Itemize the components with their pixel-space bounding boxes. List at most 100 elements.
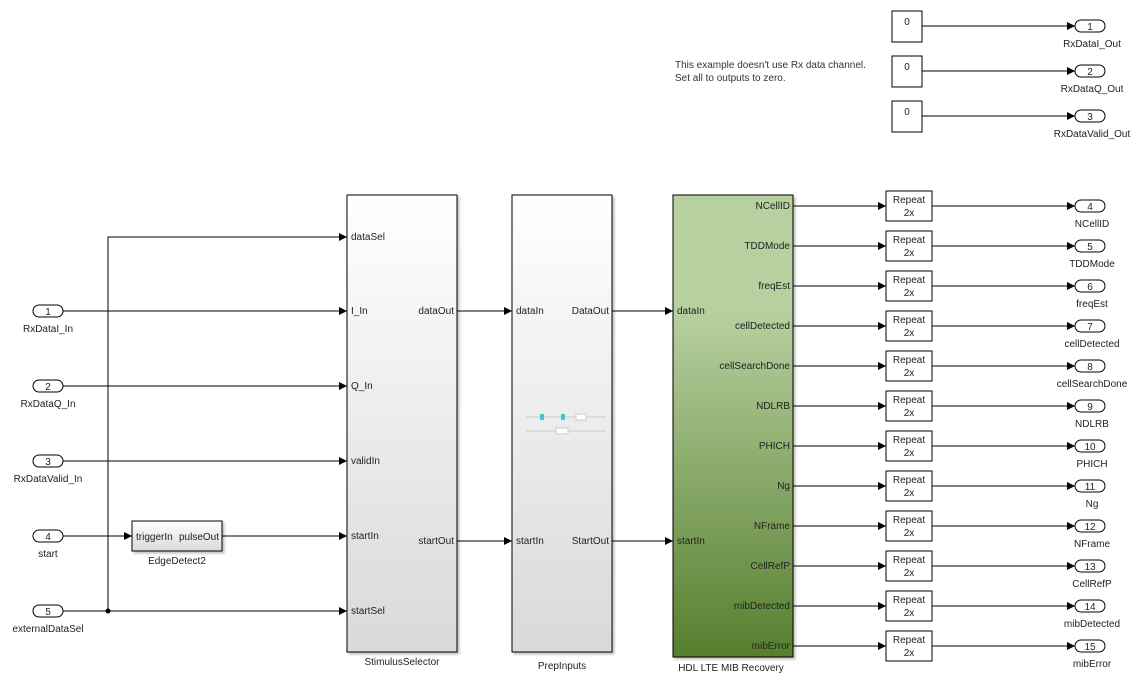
inport-RxDataValid_In-label: RxDataValid_In [14, 474, 83, 485]
stimulus-input-port: validIn [351, 456, 380, 467]
mib-output-port: PHICH [759, 441, 790, 452]
constant-value: 0 [904, 107, 910, 118]
mib-output-port: TDDMode [744, 241, 790, 252]
outport-Ng[interactable] [1074, 479, 1106, 493]
prep-input-port: dataIn [516, 306, 544, 317]
arrow-head [1067, 282, 1075, 290]
stimulus-input-port: Q_In [351, 381, 373, 392]
outport-RxDataValid_Out[interactable] [1074, 109, 1106, 123]
mib-recovery-block[interactable] [672, 194, 794, 658]
arrow-head [504, 307, 512, 315]
inport-RxDataI_In-number: 1 [45, 307, 51, 318]
edge-detect-block[interactable] [131, 520, 223, 552]
constant-value: 0 [904, 17, 910, 28]
arrow-head [1067, 442, 1075, 450]
outport-label: freqEst [1076, 299, 1108, 310]
arrow-head [339, 457, 347, 465]
repeat-block[interactable] [885, 470, 933, 502]
arrow-head [339, 607, 347, 615]
mib-output-port: Ng [777, 481, 790, 492]
outport-label: cellSearchDone [1057, 379, 1128, 390]
repeat-block[interactable] [885, 630, 933, 662]
edge-detect-input-port: triggerIn [136, 532, 173, 543]
stimulus-selector-block[interactable] [346, 194, 458, 653]
outport-cellDetected[interactable] [1074, 319, 1106, 333]
outport-PHICH[interactable] [1074, 439, 1106, 453]
repeat-label: Repeat [893, 235, 925, 246]
repeat-block[interactable] [885, 430, 933, 462]
edge-detect-name: EdgeDetect2 [148, 556, 206, 567]
outport-number: 1 [1087, 22, 1093, 33]
repeat-block[interactable] [885, 550, 933, 582]
preview-icon-block [575, 413, 587, 421]
constant-block[interactable] [891, 10, 923, 43]
repeat-label: Repeat [893, 435, 925, 446]
arrow-head [665, 537, 673, 545]
outport-label: NDLRB [1075, 419, 1109, 430]
arrow-head [878, 322, 886, 330]
constant-block[interactable] [891, 55, 923, 88]
inport-externalDataSel-label: externalDataSel [12, 624, 83, 635]
mib-recovery-name: HDL LTE MIB Recovery [678, 663, 784, 674]
repeat-factor: 2x [904, 328, 915, 339]
outport-mibDetected[interactable] [1074, 599, 1106, 613]
outport-number: 11 [1085, 482, 1096, 493]
outport-label: mibError [1073, 659, 1112, 670]
mib-output-port: CellRefP [751, 561, 791, 572]
mib-output-port: cellSearchDone [719, 361, 790, 372]
mib-output-port: NDLRB [756, 401, 790, 412]
outport-number: 13 [1084, 562, 1096, 573]
outport-number: 2 [1087, 67, 1093, 78]
outport-mibError[interactable] [1074, 639, 1106, 653]
repeat-label: Repeat [893, 635, 925, 646]
arrow-head [339, 233, 347, 241]
arrow-head [1067, 22, 1075, 30]
outport-TDDMode[interactable] [1074, 239, 1106, 253]
preview-icon-block [540, 414, 544, 420]
outport-NCellID[interactable] [1074, 199, 1106, 213]
mib-output-port: cellDetected [735, 321, 790, 332]
outport-RxDataI_Out[interactable] [1074, 19, 1106, 33]
outport-number: 4 [1087, 202, 1093, 213]
arrow-head [878, 242, 886, 250]
signal-line[interactable] [107, 236, 347, 611]
arrow-head [878, 442, 886, 450]
outport-number: 7 [1087, 322, 1093, 333]
mib-input-port: startIn [677, 536, 705, 547]
repeat-label: Repeat [893, 275, 925, 286]
outport-number: 15 [1084, 642, 1096, 653]
repeat-factor: 2x [904, 448, 915, 459]
outport-freqEst[interactable] [1074, 279, 1106, 293]
arrow-head [339, 532, 347, 540]
repeat-label: Repeat [893, 195, 925, 206]
repeat-block[interactable] [885, 590, 933, 622]
outport-number: 8 [1087, 362, 1093, 373]
repeat-block[interactable] [885, 510, 933, 542]
repeat-factor: 2x [904, 368, 915, 379]
arrow-head [1067, 402, 1075, 410]
stimulus-input-port: startIn [351, 531, 379, 542]
outport-cellSearchDone[interactable] [1074, 359, 1106, 373]
repeat-factor: 2x [904, 608, 915, 619]
outport-number: 12 [1084, 522, 1096, 533]
mib-output-port: NFrame [754, 521, 791, 532]
outport-label: RxDataQ_Out [1061, 84, 1124, 95]
repeat-label: Repeat [893, 475, 925, 486]
mib-output-port: NCellID [756, 201, 790, 212]
repeat-block[interactable] [885, 390, 933, 422]
arrow-head [504, 537, 512, 545]
repeat-block[interactable] [885, 270, 933, 302]
arrow-head [878, 562, 886, 570]
prep-inputs-block[interactable] [511, 194, 613, 653]
repeat-factor: 2x [904, 288, 915, 299]
repeat-block[interactable] [885, 190, 933, 222]
inport-RxDataValid_In-number: 3 [45, 457, 51, 468]
outport-NFrame[interactable] [1074, 519, 1106, 533]
arrow-head [878, 362, 886, 370]
outport-RxDataQ_Out[interactable] [1074, 64, 1106, 78]
preview-icon-block [555, 427, 569, 435]
outport-NDLRB[interactable] [1074, 399, 1106, 413]
arrow-head [1067, 562, 1075, 570]
preview-icon-block [561, 414, 565, 420]
outport-CellRefP[interactable] [1074, 559, 1106, 573]
